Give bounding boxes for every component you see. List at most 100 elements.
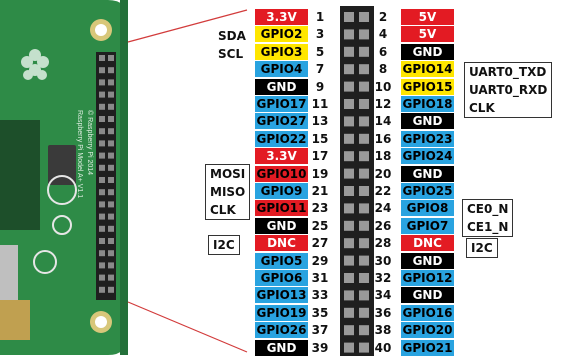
board-header-pin-8 [108, 91, 114, 98]
pin-35-number: 35 [311, 305, 329, 320]
header-pin-2 [359, 12, 369, 22]
pin-28-label: DNC [401, 235, 454, 252]
pin-32-label: GPIO12 [401, 270, 454, 286]
pin-26-number: 26 [374, 218, 392, 233]
pin-35-label: GPIO19 [255, 304, 308, 321]
uart-label-box: UART0_TXD UART0_RXD CLK [464, 62, 553, 118]
pin-11-number: 11 [311, 97, 329, 111]
board-header-pin-15 [99, 140, 105, 147]
pin-22-label: GPIO25 [401, 183, 454, 199]
pin-32-number: 32 [374, 271, 392, 285]
header-pin-17 [344, 151, 354, 162]
pin-15-label: GPIO22 [255, 130, 308, 147]
header-pin-29 [344, 255, 354, 266]
header-strip [340, 6, 374, 356]
pin-18-label: GPIO24 [401, 148, 454, 165]
pin-38-label: GPIO20 [401, 322, 454, 339]
pin-9-label: GND [255, 78, 308, 95]
pin-4-number: 4 [378, 27, 388, 42]
header-pin-27 [344, 238, 354, 249]
board-header-pin-25 [99, 201, 105, 208]
board-header-pin-33 [99, 250, 105, 257]
pin-5-number: 5 [315, 44, 325, 59]
board-header-pin-23 [99, 189, 105, 196]
board-header-pin-31 [99, 238, 105, 244]
board-header-pin-2 [108, 55, 114, 61]
pin-16-label: GPIO23 [401, 130, 454, 147]
pin-40-number: 40 [374, 340, 392, 355]
header-pin-31 [344, 273, 354, 283]
header-pin-8 [359, 64, 369, 75]
pin-8-label: GPIO14 [401, 61, 454, 78]
board-chip [0, 120, 40, 230]
pin-27-label: DNC [255, 235, 308, 252]
header-pin-5 [344, 46, 354, 57]
header-pin-1 [344, 12, 354, 22]
board-header-pin-26 [108, 201, 114, 208]
header-pin-24 [359, 203, 369, 214]
pin-22-number: 22 [374, 184, 392, 198]
pin-10-number: 10 [374, 79, 392, 94]
header-pin-6 [359, 46, 369, 57]
header-pin-36 [359, 307, 369, 318]
pin-37-number: 37 [311, 323, 329, 338]
header-pin-14 [359, 116, 369, 127]
board-header-pin-11 [99, 116, 105, 122]
pin-33-label: GPIO13 [255, 287, 308, 304]
pin-8-number: 8 [378, 62, 388, 77]
pin-26-label: GPIO7 [401, 217, 454, 234]
board-header-pin-17 [99, 152, 105, 159]
board-connector [0, 245, 18, 305]
header-pin-38 [359, 325, 369, 336]
pin-2-number: 2 [378, 10, 388, 24]
board-header-pin-16 [108, 140, 114, 147]
board-header-pin-10 [108, 103, 114, 110]
pin-4-label: 5V [401, 26, 454, 43]
board-header-pin-32 [108, 238, 114, 244]
pin-21-number: 21 [311, 184, 329, 198]
pin-1-label: 3.3V [255, 9, 308, 25]
header-pin-40 [359, 342, 369, 353]
board-header-pin-12 [108, 116, 114, 122]
board-edge-shadow [120, 0, 128, 355]
pin-13-label: GPIO27 [255, 113, 308, 130]
pin-39-number: 39 [311, 340, 329, 355]
raspberry-logo [21, 49, 49, 80]
pin-9-number: 9 [315, 79, 325, 94]
pin-27-number: 27 [311, 236, 329, 251]
pin-33-number: 33 [311, 288, 329, 303]
pin-31-label: GPIO6 [255, 270, 308, 286]
spi-right-label-box: CE0_N CE1_N [462, 199, 514, 237]
pin-7-number: 7 [315, 62, 325, 77]
board-header-pin-20 [108, 164, 114, 171]
board-header-pin-1 [99, 55, 105, 61]
header-pin-3 [344, 29, 354, 40]
header-pin-23 [344, 203, 354, 214]
header-pin-25 [344, 220, 354, 231]
pin-30-number: 30 [374, 253, 392, 268]
header-pin-32 [359, 273, 369, 283]
header-pin-21 [344, 186, 354, 196]
pin-20-label: GND [401, 165, 454, 182]
pin-6-number: 6 [378, 44, 388, 59]
pin-24-number: 24 [374, 201, 392, 216]
board-header-pin-3 [99, 67, 105, 74]
board-header-pin-29 [99, 225, 105, 232]
pin-3-number: 3 [315, 27, 325, 42]
header-pin-33 [344, 290, 354, 301]
board-header-pin-22 [108, 177, 114, 183]
pin-20-number: 20 [374, 166, 392, 181]
pin-7-label: GPIO4 [255, 61, 308, 78]
pin-30-label: GND [401, 252, 454, 269]
pin-25-label: GND [255, 217, 308, 234]
pin-17-number: 17 [311, 149, 329, 164]
pin-10-label: GPIO15 [401, 78, 454, 95]
pin-36-label: GPIO16 [401, 304, 454, 321]
pin-34-label: GND [401, 287, 454, 304]
board-header-pin-38 [108, 274, 114, 281]
pin-1-number: 1 [315, 10, 325, 24]
board-header-pin-34 [108, 250, 114, 257]
board-header-pin-4 [108, 67, 114, 74]
pin-39-label: GND [255, 339, 308, 356]
